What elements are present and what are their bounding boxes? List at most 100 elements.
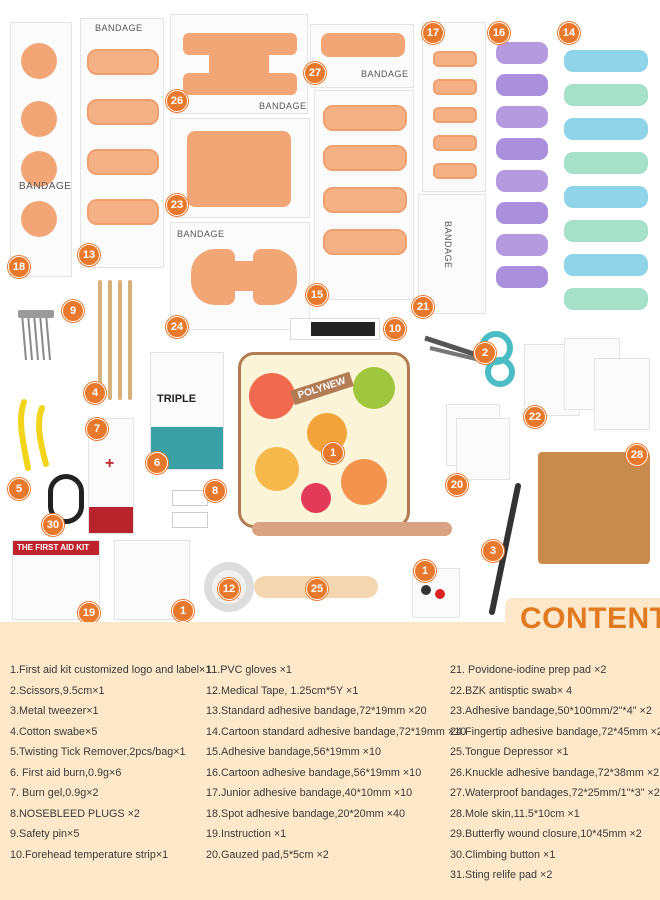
content-item: 4.Cotton swabe×5 — [10, 725, 98, 738]
badge-19: 19 — [78, 602, 100, 624]
content-item: 26.Knuckle adhesive bandage,72*38mm ×2 — [450, 766, 660, 779]
badge-5: 5 — [8, 478, 30, 500]
content-item: 9.Safety pin×5 — [10, 828, 80, 840]
content-item: 19.Instruction ×1 — [206, 828, 287, 840]
brand-label: POLYNEW — [290, 371, 354, 406]
bandage-label: BANDAGE — [443, 221, 453, 269]
bandage-label: BANDAGE — [19, 181, 72, 192]
badge-4: 4 — [84, 382, 106, 404]
contents-column-1: 1.First aid kit customized logo and labe… — [10, 660, 211, 865]
badge-16: 16 — [488, 22, 510, 44]
cartoon-bandage-purple — [490, 22, 554, 302]
badge-25: 25 — [306, 578, 328, 600]
content-item: 5.Twisting Tick Remover,2pcs/bag×1 — [10, 746, 186, 758]
badge-30: 30 — [42, 514, 64, 536]
aid-sheet-title: THE FIRST AID KIT — [17, 543, 90, 552]
badge-17: 17 — [422, 22, 444, 44]
content-item: 10.Forehead temperature strip×1 — [10, 848, 169, 861]
contents-title: CONTENTS — [520, 602, 660, 635]
content-item: 15.Adhesive bandage,56*19mm ×10 — [206, 746, 381, 758]
tick-remover-icon — [18, 399, 49, 471]
moleskin — [538, 452, 650, 564]
content-item: 11.PVC gloves ×1 — [206, 664, 292, 676]
safety-pins — [16, 308, 66, 368]
standard-bandage-pack: BANDAGE — [80, 18, 164, 268]
scissors — [420, 318, 520, 388]
content-item: 29.Butterfly wound closure,10*45mm ×2 — [450, 828, 642, 840]
contents-column-3: 21. Povidone-iodine prep pad ×2 22.BZK a… — [450, 660, 660, 886]
content-item: 23.Adhesive bandage,50*100mm/2"*4" ×2 — [450, 705, 652, 717]
climbing-button — [48, 474, 84, 524]
badge-2: 2 — [474, 342, 496, 364]
contents-panel — [0, 622, 660, 900]
badge-22: 22 — [524, 406, 546, 428]
badge-12: 12 — [218, 578, 240, 600]
badge-3: 3 — [482, 540, 504, 562]
contents-tab — [505, 598, 660, 648]
spot-bandage-pack: BANDAGE — [10, 22, 72, 277]
povidone-prep-pad: BANDAGE — [418, 194, 486, 314]
first-aid-bag: POLYNEW — [238, 352, 410, 528]
badge-1-bag: 1 — [322, 442, 344, 464]
badge-27: 27 — [304, 62, 326, 84]
content-item: 7. Burn gel,0.9g×2 — [10, 787, 99, 799]
badge-15: 15 — [306, 284, 328, 306]
content-item: 14.Cartoon standard adhesive bandage,72*… — [206, 725, 467, 738]
content-item: 2.Scissors,9.5cm×1 — [10, 684, 105, 697]
badge-18: 18 — [8, 256, 30, 278]
badge-7: 7 — [86, 418, 108, 440]
content-item: 6. First aid burn,0.9g×6 — [10, 766, 122, 779]
content-item: 13.Standard adhesive bandage,72*19mm ×20 — [206, 705, 427, 717]
content-item: 25.Tongue Depressor ×1 — [450, 746, 569, 758]
bandage-label: BANDAGE — [259, 101, 307, 111]
badge-8: 8 — [204, 480, 226, 502]
waterproof-bandage-pack: BANDAGE — [310, 24, 414, 88]
badge-6: 6 — [146, 452, 168, 474]
content-item: 30.Climbing button ×1 — [450, 848, 556, 861]
gauze-pads — [446, 404, 510, 484]
badge-21: 21 — [412, 296, 434, 318]
adhesive-bandage-pack — [314, 90, 414, 300]
content-item: 18.Spot adhesive bandage,20*20mm ×40 — [206, 807, 405, 820]
content-item: 17.Junior adhesive bandage,40*10mm ×10 — [206, 787, 413, 799]
metal-tweezer — [484, 482, 528, 618]
content-item: 31.Sting relife pad ×2 — [450, 869, 553, 881]
content-item: 12.Medical Tape, 1.25cm*5Y ×1 — [206, 684, 359, 697]
tick-remover — [14, 398, 58, 478]
content-item: 28.Mole skin,11.5*10cm ×1 — [450, 807, 580, 820]
content-item: 21. Povidone-iodine prep pad ×2 — [450, 664, 607, 676]
tweezer-icon — [489, 483, 521, 615]
badge-1-pad: 1 — [172, 600, 194, 622]
badge-14: 14 — [558, 22, 580, 44]
bandage-label: BANDAGE — [177, 229, 225, 239]
badge-28: 28 — [626, 444, 648, 466]
bag-strap — [252, 522, 452, 536]
content-item: 27.Waterproof bandages,72*25mm/1"*3" ×2 — [450, 787, 660, 799]
badge-26: 26 — [166, 90, 188, 112]
large-adhesive-bandage-pack — [170, 118, 310, 218]
cotton-swabs — [94, 280, 138, 400]
medical-tape — [204, 562, 254, 612]
content-item: 1.First aid kit customized logo and labe… — [10, 664, 212, 676]
badge-23: 23 — [166, 194, 188, 216]
content-item: 22.BZK antisptic swab× 4 — [450, 684, 573, 697]
content-item: 24.Fingertip adhesive bandage,72*45mm ×2 — [450, 725, 660, 738]
cartoon-bandage-blue — [558, 22, 654, 332]
badge-20: 20 — [446, 474, 468, 496]
content-item: 3.Metal tweezer×1 — [10, 705, 99, 717]
content-item: 8.NOSEBLEED PLUGS ×2 — [10, 807, 140, 820]
junior-bandage-pack — [422, 22, 486, 192]
product-photo: BANDAGE 18 BANDAGE 13 BANDAGE 26 23 BAND… — [8, 14, 654, 624]
badge-9: 9 — [62, 300, 84, 322]
bzk-swabs — [524, 338, 650, 434]
badge-13: 13 — [78, 244, 100, 266]
content-item: 20.Gauzed pad,5*5cm ×2 — [206, 848, 329, 861]
nosebleed-plugs — [172, 490, 208, 530]
contents-column-2: 11.PVC gloves ×1 12.Medical Tape, 1.25cm… — [206, 660, 466, 865]
bandage-label: BANDAGE — [95, 23, 143, 33]
badge-24: 24 — [166, 316, 188, 338]
badge-10: 10 — [384, 318, 406, 340]
bandage-label: BANDAGE — [361, 69, 409, 79]
content-item: 16.Cartoon adhesive bandage,56*19mm ×10 — [206, 766, 422, 779]
knuckle-bandage-pack: BANDAGE — [170, 14, 308, 114]
